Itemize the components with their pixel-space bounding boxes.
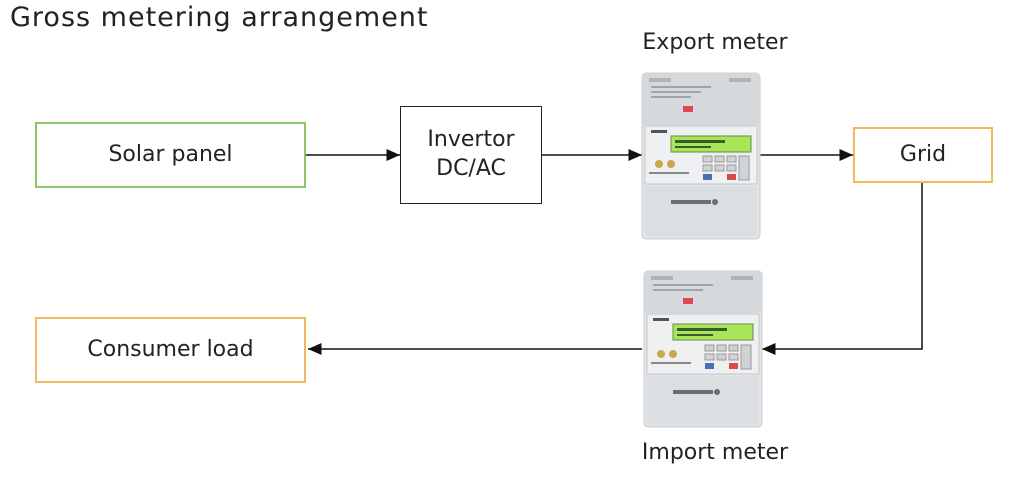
arrow-grid-to-import-meter: [762, 183, 923, 355]
grid-box: Grid: [853, 127, 993, 183]
solar-panel-box: Solar panel: [35, 122, 306, 188]
inverter-box: Invertor DC/AC: [400, 106, 542, 204]
inverter-label-line1: Invertor: [427, 127, 515, 153]
inverter-label-line2: DC/AC: [436, 156, 506, 181]
diagram-title: Gross metering arrangement: [10, 2, 429, 33]
import-meter-icon: [643, 270, 763, 428]
export-meter-icon: [641, 72, 761, 240]
export-meter-label: Export meter: [642, 30, 788, 55]
consumer-load-box: Consumer load: [35, 317, 306, 383]
grid-label: Grid: [899, 141, 947, 167]
consumer-load-label: Consumer load: [87, 336, 254, 362]
import-meter-label: Import meter: [641, 440, 789, 465]
solar-panel-label: Solar panel: [108, 141, 233, 167]
